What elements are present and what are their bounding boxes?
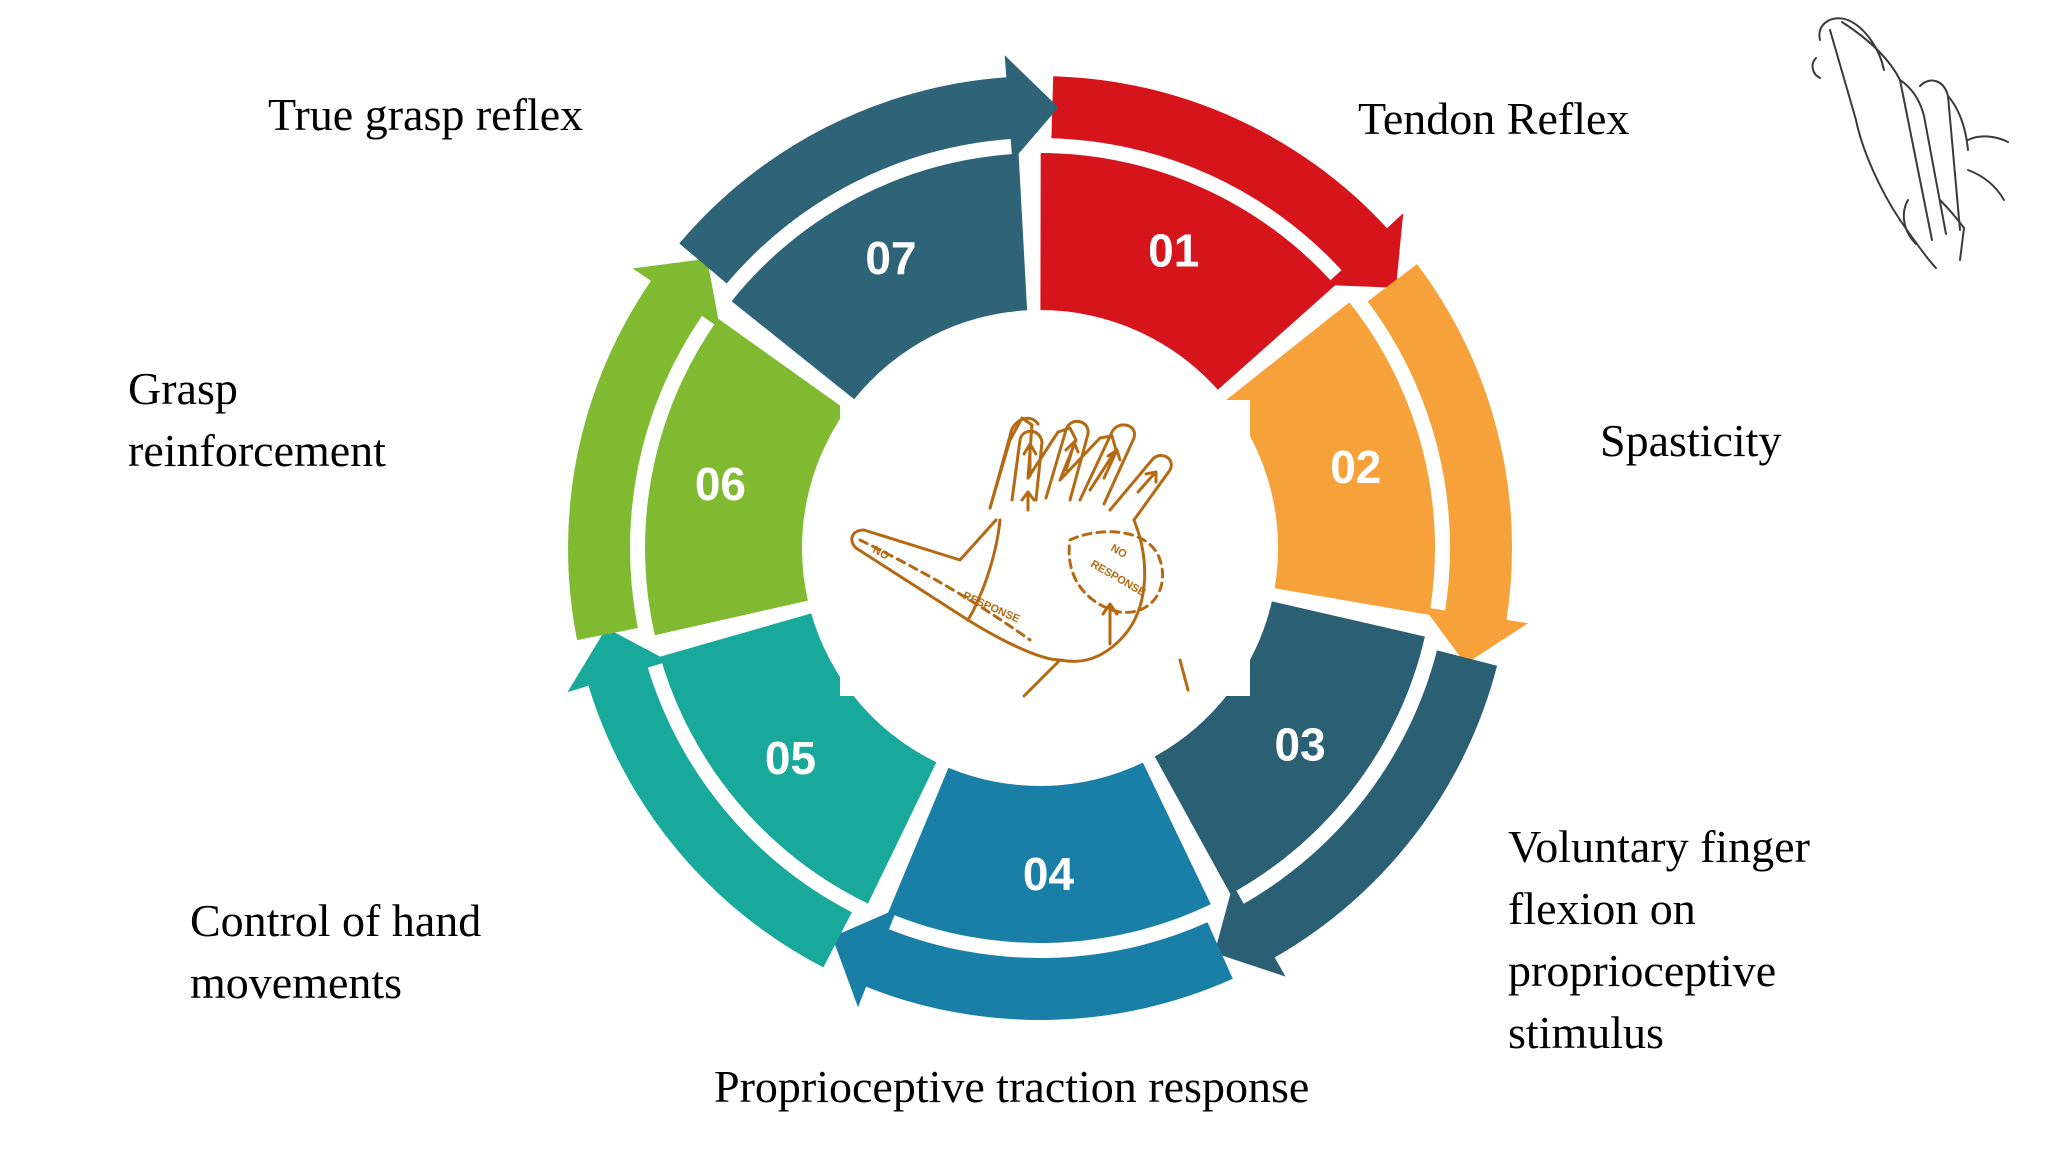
label-05: Control of hand movements [190, 895, 481, 1008]
segment-number-05: 05 [765, 732, 816, 784]
label-06: Grasp reinforcement [128, 363, 386, 476]
outer-arrow-02 [1367, 264, 1529, 664]
label-05-line-2: movements [190, 957, 402, 1008]
outer-arrow-01 [1051, 76, 1404, 288]
label-02-line-1: Spasticity [1600, 415, 1781, 466]
center-hand-icon: NO RESPONSE NO RESPONSE [840, 400, 1250, 698]
outer-arrow-07 [679, 55, 1059, 284]
label-01-line-1: Tendon Reflex [1358, 93, 1629, 144]
outer-arrow-06 [568, 258, 721, 641]
outer-arrow-04 [832, 908, 1233, 1020]
segment-number-02: 02 [1330, 441, 1381, 493]
segment-02 [1226, 302, 1436, 615]
label-03-line-3: proprioceptive [1508, 945, 1776, 996]
label-03-line-4: stimulus [1508, 1007, 1664, 1058]
label-07-line-1: True grasp reflex [268, 89, 583, 140]
segment-number-03: 03 [1275, 719, 1326, 771]
segment-number-01: 01 [1148, 225, 1199, 277]
label-03-line-1: Voluntary finger [1508, 821, 1810, 872]
outer-arrow-03 [1214, 650, 1498, 977]
segment-number-06: 06 [695, 458, 746, 510]
segment-06 [645, 318, 847, 636]
label-01: Tendon Reflex [1358, 93, 1629, 144]
label-04-line-1: Proprioceptive traction response [714, 1061, 1309, 1112]
label-06-line-1: Grasp [128, 363, 238, 414]
label-04: Proprioceptive traction response [714, 1061, 1309, 1112]
label-02: Spasticity [1600, 415, 1781, 466]
label-06-line-2: reinforcement [128, 425, 386, 476]
segment-03 [1154, 601, 1425, 895]
outer-arrow-05 [567, 628, 852, 968]
segment-01 [1040, 153, 1336, 390]
label-07: True grasp reflex [268, 89, 583, 140]
segment-07 [731, 153, 1028, 400]
outer-arrow-ring [567, 55, 1529, 1020]
label-03-line-2: flexion on [1508, 883, 1696, 934]
inner-segment-ring: 01 02 03 04 05 06 07 [645, 153, 1436, 944]
segment-04 [888, 762, 1211, 944]
segment-05 [660, 613, 937, 904]
label-05-line-1: Control of hand [190, 895, 481, 946]
corner-hand-sketch-icon [1811, 17, 2009, 269]
segment-number-04: 04 [1023, 848, 1075, 900]
segment-number-07: 07 [865, 232, 916, 284]
label-03: Voluntary finger flexion on propriocepti… [1508, 821, 1810, 1058]
